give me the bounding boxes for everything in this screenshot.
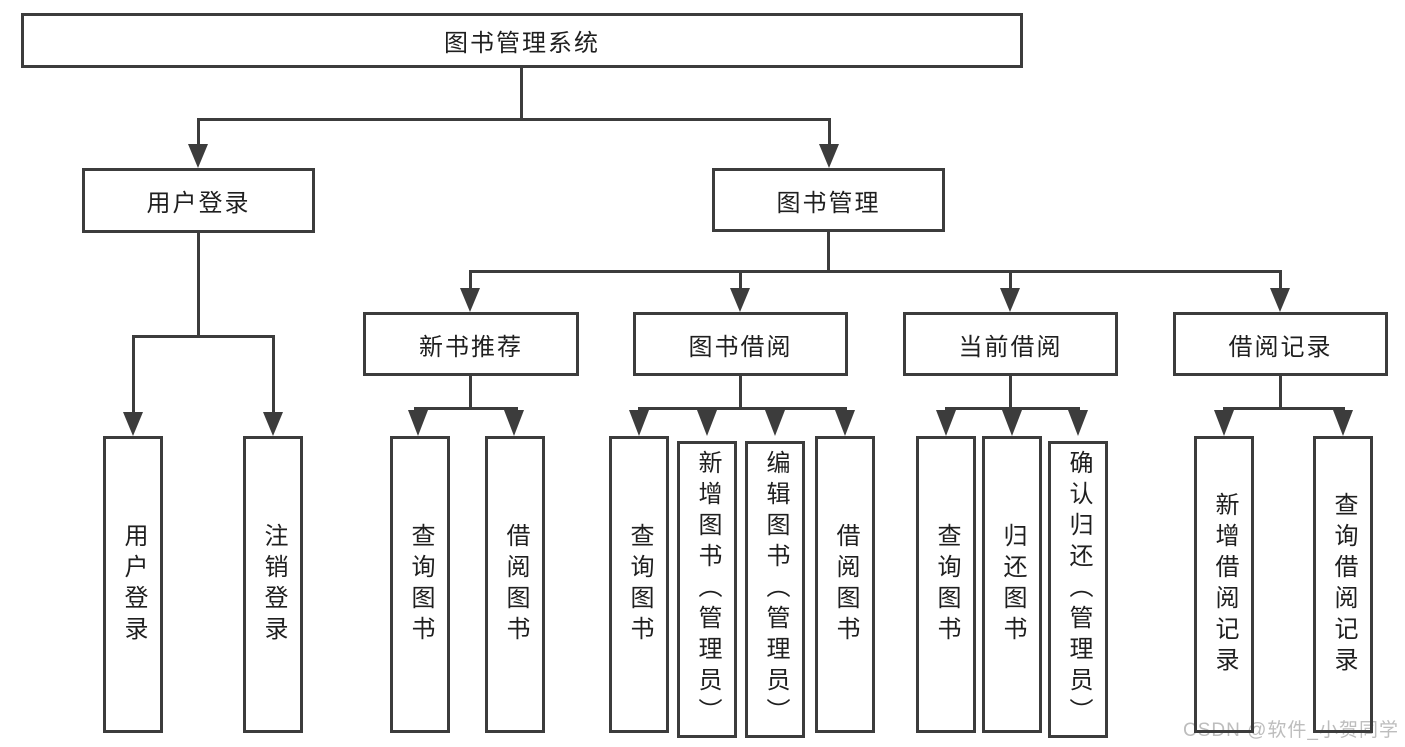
leaf-logout: 注销登录 [243,436,303,733]
connector-line [197,118,831,121]
connector-line [1009,375,1012,410]
connector-line [272,338,275,414]
leaf-label: 用户登录 [120,522,147,647]
arrow-down-icon [1002,410,1022,436]
node-new-book-recommend: 新书推荐 [363,312,579,376]
arrow-down-icon [629,410,649,436]
leaf-label: 查询借阅记录 [1330,491,1357,678]
leaf-label: 查询图书 [933,522,960,647]
leaf-newbook-borrow: 借阅图书 [485,436,545,733]
leaf-label: 确认归还（管理员） [1065,450,1092,729]
connector-line [197,233,200,337]
leaf-label: 查询图书 [407,522,434,647]
arrow-down-icon [1068,410,1088,436]
node-label: 当前借阅 [958,333,1063,361]
csdn-watermark: CSDN @软件_小贺同学 [1183,720,1399,741]
connector-line [197,121,200,146]
leaf-records-add: 新增借阅记录 [1194,436,1254,733]
leaf-borrow-edit-admin: 编辑图书（管理员） [745,441,805,738]
arrow-down-icon [1214,410,1234,436]
node-current-borrow: 当前借阅 [903,312,1118,376]
connector-line [739,375,742,410]
arrow-down-icon [1270,288,1290,312]
node-user-login: 用户登录 [82,168,315,233]
leaf-current-query: 查询图书 [916,436,976,733]
leaf-label: 编辑图书（管理员） [762,450,789,729]
connector-line [520,68,523,121]
arrow-down-icon [188,144,208,168]
node-label: 借阅记录 [1228,333,1333,361]
node-label: 图书管理 [776,189,881,217]
connector-line [945,407,1080,410]
connector-line [132,335,275,338]
arrow-down-icon [1333,410,1353,436]
node-label: 图书管理系统 [444,30,600,57]
node-label: 新书推荐 [419,333,523,361]
node-book-borrow: 图书借阅 [633,312,848,376]
arrow-down-icon [819,144,839,168]
leaf-label: 新增借阅记录 [1211,491,1238,678]
arrow-down-icon [1000,288,1020,312]
connector-line [739,273,742,290]
leaf-current-return: 归还图书 [982,436,1042,733]
arrow-down-icon [936,410,956,436]
node-label: 用户登录 [146,190,251,217]
leaf-label: 借阅图书 [832,522,859,647]
leaf-borrow-query: 查询图书 [609,436,669,733]
node-book-management: 图书管理 [712,168,945,232]
connector-line [827,232,830,272]
leaf-label: 借阅图书 [502,522,529,647]
leaf-current-confirm-admin: 确认归还（管理员） [1048,441,1108,738]
arrow-down-icon [835,410,855,436]
arrow-down-icon [730,288,750,312]
leaf-borrow-add-admin: 新增图书（管理员） [677,441,737,738]
arrow-down-icon [504,410,524,436]
connector-line [1279,273,1282,290]
node-library-system: 图书管理系统 [21,13,1023,68]
connector-line [414,407,518,410]
leaf-label: 注销登录 [260,522,287,647]
connector-line [638,407,847,410]
connector-line [1009,273,1012,290]
connector-line [469,273,472,290]
arrow-down-icon [697,410,717,436]
arrow-down-icon [460,288,480,312]
connector-line [469,270,1282,273]
leaf-newbook-query: 查询图书 [390,436,450,733]
connector-line [1223,407,1345,410]
arrow-down-icon [123,412,143,436]
node-label: 图书借阅 [688,333,793,361]
leaf-records-query: 查询借阅记录 [1313,436,1373,733]
leaf-user-login: 用户登录 [103,436,163,733]
connector-line [132,338,135,414]
connector-line [828,121,831,146]
arrow-down-icon [765,410,785,436]
leaf-label: 归还图书 [999,522,1026,647]
connector-line [1279,375,1282,410]
arrow-down-icon [263,412,283,436]
leaf-borrow-borrow: 借阅图书 [815,436,875,733]
leaf-label: 新增图书（管理员） [694,450,721,729]
leaf-label: 查询图书 [626,522,653,647]
node-borrow-records: 借阅记录 [1173,312,1388,376]
arrow-down-icon [408,410,428,436]
connector-line [469,375,472,410]
